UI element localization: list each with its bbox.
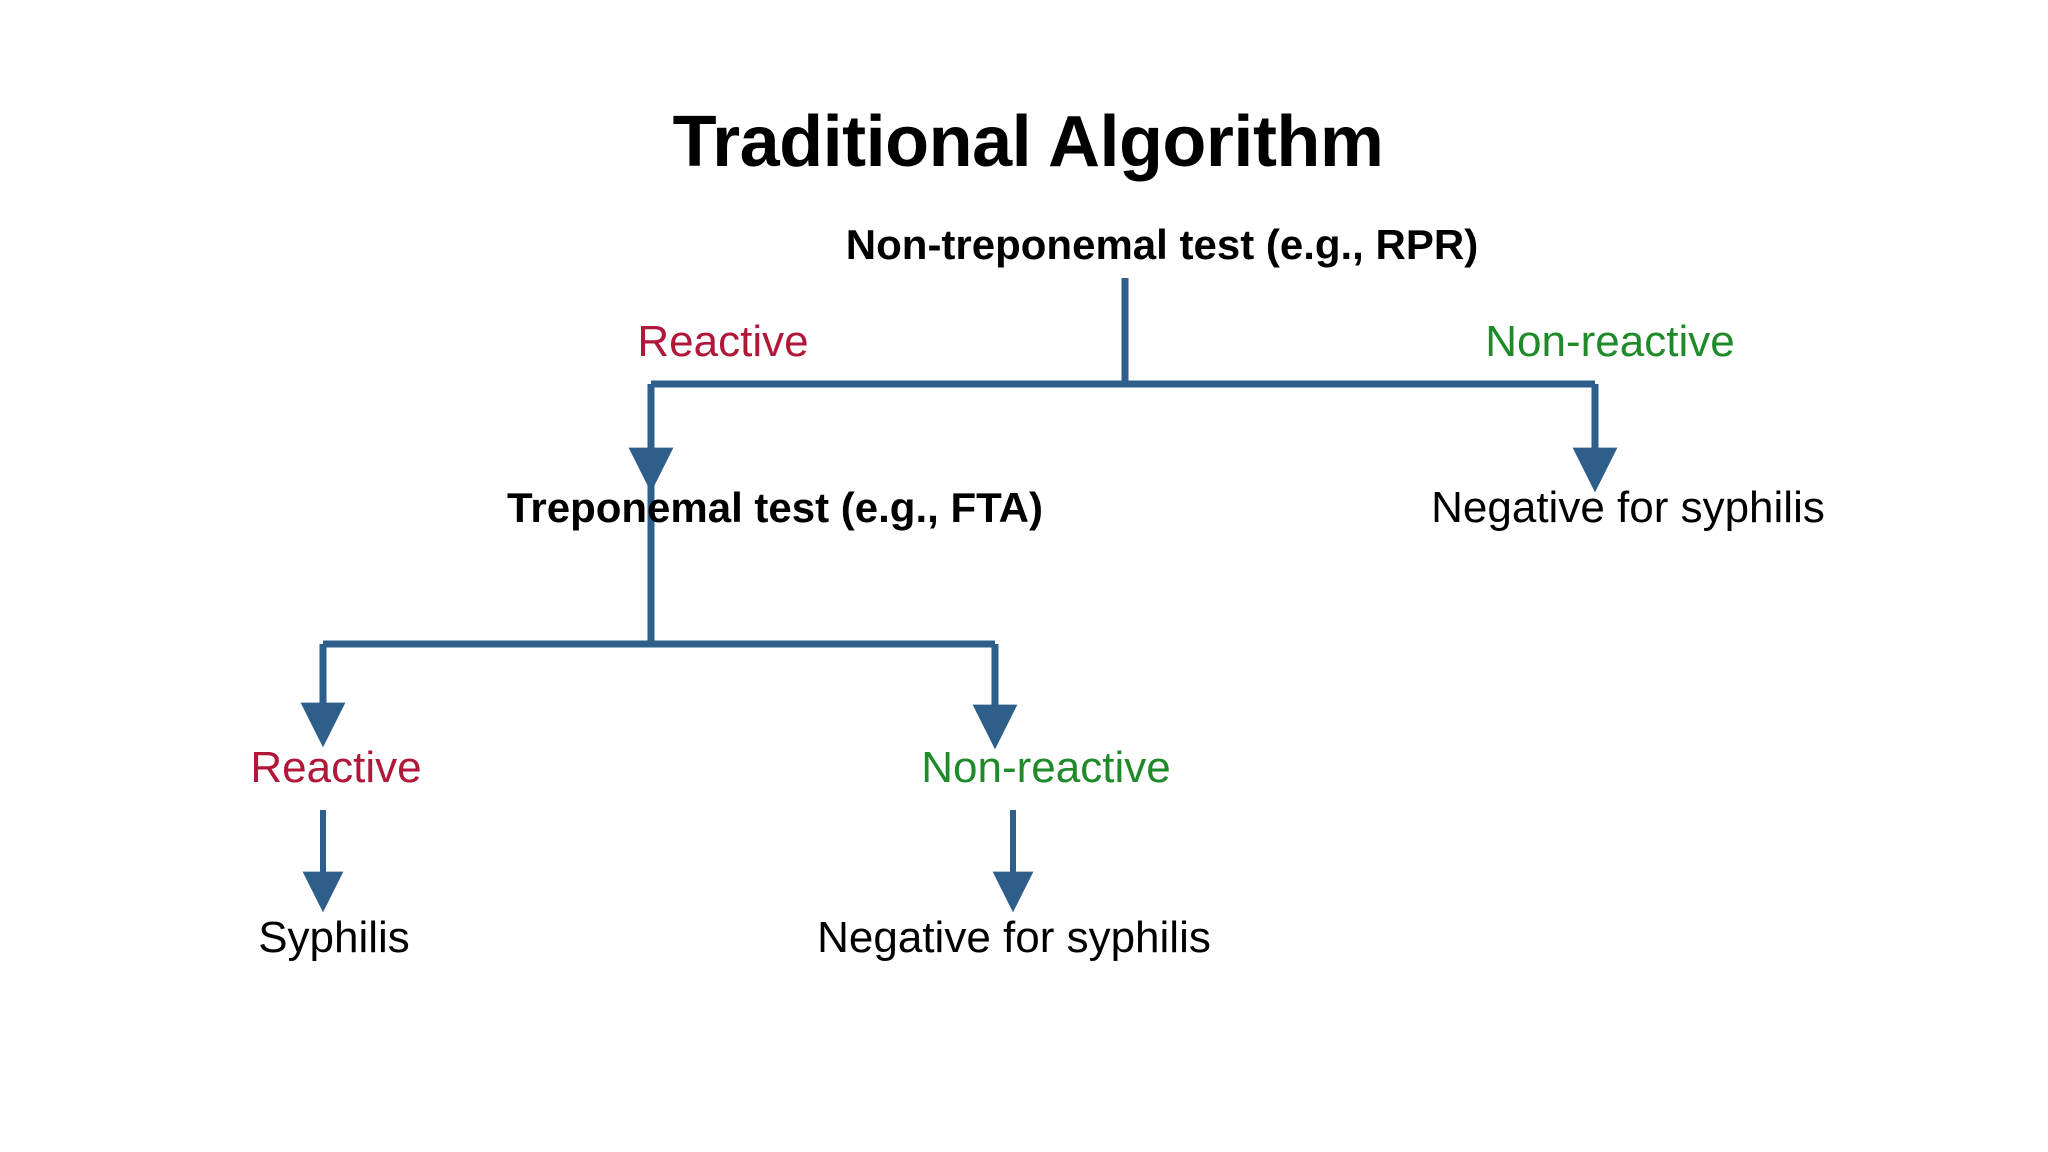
edge-label-reactive-top: Reactive [637, 317, 809, 366]
edge-label-nonreactive-bottom: Non-reactive [921, 743, 1171, 792]
node-syphilis: Syphilis [258, 913, 410, 962]
page-title: Traditional Algorithm [672, 102, 1384, 182]
node-non-treponemal-test: Non-treponemal test (e.g., RPR) [845, 221, 1479, 268]
node-negative-for-syphilis-top: Negative for syphilis [1431, 483, 1825, 532]
node-negative-for-syphilis-bottom: Negative for syphilis [817, 913, 1211, 962]
edge-label-nonreactive-top: Non-reactive [1485, 317, 1735, 366]
edge-label-reactive-bottom: Reactive [250, 743, 422, 792]
node-treponemal-test: Treponemal test (e.g., FTA) [507, 484, 1043, 531]
